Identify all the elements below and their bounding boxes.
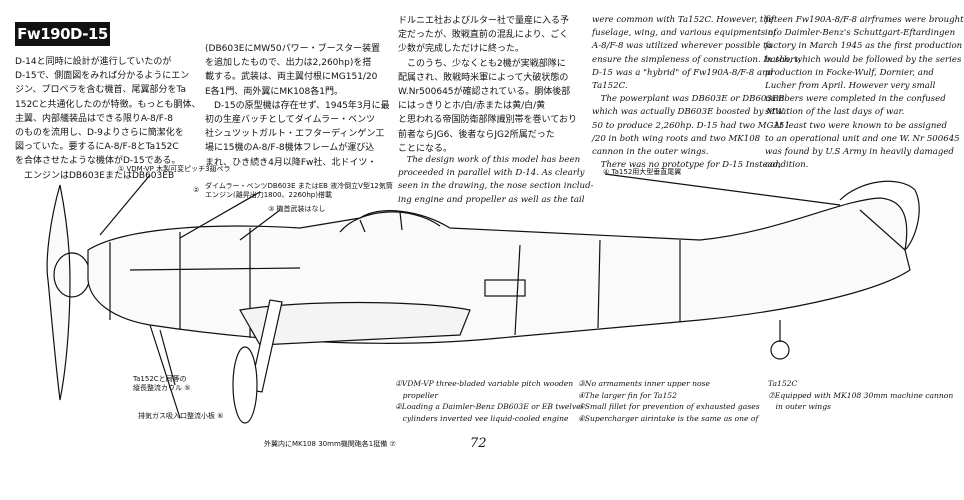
- text-line: seen in the drawing, the nose section in…: [398, 181, 594, 192]
- text-line: 少数が完成しただけに終った。: [398, 44, 525, 55]
- text-line: numbers were completed in the confused: [765, 94, 946, 105]
- legend-right: Ta152C ⑦Equipped with MK108 30mm machine …: [768, 378, 953, 413]
- text-line: ensure the simpleness of construction. I…: [592, 54, 801, 65]
- callout-2: ダイムラー・ベンツDB603E またはEB 液冷倒立V型12気筒 エンジン(離昇…: [205, 182, 393, 199]
- text-line: を合体させたような機体がD-15である。: [15, 156, 181, 167]
- text-line: エンジンはDB603EまたはDB603EB: [15, 170, 175, 181]
- text-line: cannon in the outer wings.: [592, 147, 709, 158]
- text-line: 初の生産バッチとしてダイムラー・ベンツ: [205, 115, 376, 126]
- text-line: The powerplant was DB603E or DB603EB: [592, 94, 785, 105]
- callout-3: ③ 機首武装はなし: [268, 205, 326, 213]
- legend-left: ①VDM-VP three-bladed variable pitch wood…: [395, 378, 583, 424]
- callout-6: 排気ガス吸入口整流小板 ⑥: [138, 412, 224, 420]
- text-line: を追加したもので、出力は2,260hp)を搭: [205, 58, 372, 69]
- english-text-column-5: fifteen Fw190A-8/F-8 airframes were brou…: [765, 14, 964, 172]
- text-line: E各1門、両外翼にMK108各1門。: [205, 86, 343, 97]
- text-line: 配属され、敗戦時米軍によって大破状態の: [398, 72, 569, 83]
- japanese-text-column-2: (DB603EにMW50パワー・ブースター装置を追加したもので、出力は2,260…: [205, 42, 390, 170]
- text-line: D-15 was a "hybrid" of Fw190A-8/F-8 and: [592, 67, 774, 78]
- text-line: condition.: [765, 160, 809, 171]
- callout-2-number: ②: [193, 186, 200, 194]
- text-line: にはっきりとホ/白/赤または黄/白/黄: [398, 101, 546, 112]
- text-line: Ta152C: [768, 379, 798, 388]
- text-line: ⑥Supercharger airintake is the same as o…: [578, 413, 759, 423]
- text-line: 場に15機のA-8/F-8機体フレームが運び込: [205, 143, 375, 154]
- text-line: このうち、少なくとも2機が実戦部隊に: [398, 58, 566, 69]
- text-line: ④The larger fin for Ta152: [578, 390, 677, 400]
- text-line: 図っていた。要するにA-8/F-8とTa152C: [15, 142, 179, 153]
- text-line: W.Nr500645が確認されている。胴体後部: [398, 87, 571, 98]
- text-line: 前者ならJG6、後者ならJG2所属だった: [398, 129, 555, 140]
- text-line: were common with Ta152C. However, the: [592, 15, 774, 25]
- page-title: Fw190D-15: [15, 22, 110, 46]
- text-line: propeller: [395, 390, 438, 400]
- text-line: ②Loading a Daimler-Benz DB603E or EB twe…: [395, 402, 584, 411]
- text-line: ③No armaments inner upper nose: [578, 379, 711, 388]
- callout-1: ① VDM-VP 木製可変ピッチ3翅ペラ: [118, 165, 231, 173]
- text-line: fuselage, wing, and various equipments o…: [592, 28, 777, 39]
- text-line: 定だったが、敗戦直前の混乱により、ごく: [398, 30, 569, 41]
- text-line: まれ、ひき続き4月以降Fw社、北ドイツ・: [205, 157, 377, 168]
- text-line: fifteen Fw190A-8/F-8 airframes were brou…: [765, 15, 964, 25]
- text-line: proceeded in parallel with D-14. As clea…: [398, 168, 585, 179]
- text-line: situation of the last days of war.: [765, 107, 905, 118]
- text-line: in outer wings: [768, 402, 831, 411]
- text-line: 社シュツットガルト・エフターディンゲン工: [205, 129, 385, 140]
- text-line: was found by U.S Army in heavily damaged: [765, 147, 954, 158]
- text-line: のものを流用し、D-9よりさらに簡潔化を: [15, 128, 184, 139]
- japanese-text-column-3: ドルニエ社およびルター社で量産に入る予定だったが、敗戦直前の混乱により、ごく少数…: [398, 14, 577, 156]
- text-line: factory in March 1945 as the first produ…: [765, 41, 963, 52]
- text-line: 主翼、内部艤装品はできる限りA-8/F-8: [15, 113, 173, 124]
- text-line: ⑤Small fillet for prevention of exhauste…: [578, 402, 760, 411]
- text-line: Ta152C.: [592, 81, 628, 92]
- aircraft-side-view-drawing: [46, 173, 920, 424]
- text-line: At least two were known to be assigned: [765, 120, 948, 131]
- text-line: production in Focke-Wulf, Dornier, and: [765, 67, 934, 78]
- text-line: into Daimler-Benz's Schuttgart-Eftarding…: [765, 28, 956, 39]
- text-line: The design work of this model has been: [398, 155, 581, 165]
- callout-7: 外翼内にMK108 30mm機関砲各1挺備 ⑦: [264, 440, 396, 448]
- text-line: Lucher from April. However very small: [765, 81, 936, 92]
- text-line: batch, which would be followed by the se…: [765, 54, 962, 65]
- text-line: to an operational unit and one W. Nr 500…: [765, 133, 960, 144]
- english-text-column-4: were common with Ta152C. However, the fus…: [592, 14, 801, 172]
- text-line: D-14と同時に設計が進行していたのが: [15, 57, 172, 67]
- page-number: 72: [470, 436, 487, 451]
- text-line: と思われる帝国防衛部隊識別帯を巻いており: [398, 115, 578, 126]
- text-line: 載する。武装は、両主翼付根にMG151/20: [205, 72, 378, 83]
- text-line: There was no prototype for D-15 Instead,: [592, 160, 782, 171]
- text-line: ジン、プロペラを含む機首、尾翼部分をTa: [15, 85, 186, 96]
- text-line: /20 in both wing roots and two MK108: [592, 133, 761, 144]
- text-line: 152Cと共通化したのが特徴。もっとも胴体、: [15, 99, 201, 110]
- text-line: ドルニエ社およびルター社で量産に入る予: [398, 16, 570, 26]
- legend-middle: ③No armaments inner upper nose ④The large…: [578, 378, 760, 424]
- text-line: (DB603EにMW50パワー・ブースター装置: [205, 44, 381, 54]
- text-line: which was actually DB603E boosted by MW: [592, 107, 784, 118]
- text-line: ing engine and propeller as well as the …: [398, 194, 585, 205]
- text-line: ⑦Equipped with MK108 30mm machine cannon: [768, 390, 954, 400]
- text-line: 50 to produce 2,260hp. D-15 had two MG15…: [592, 120, 790, 131]
- text-line: ことになる。: [398, 143, 453, 154]
- english-text-column-3: The design work of this model has been pr…: [398, 154, 593, 207]
- callout-5: Ta152Cと同等の 縦長整流カウル ⑤: [133, 375, 191, 392]
- text-line: ①VDM-VP three-bladed variable pitch wood…: [395, 379, 574, 388]
- text-line: A-8/F-8 was utilized wherever possible t…: [592, 41, 772, 52]
- text-line: D-15で、側面図をみれば分かるようにエン: [15, 71, 190, 82]
- text-line: D-15の原型機は存在せず、1945年3月に最: [205, 100, 390, 111]
- text-line: cylinders inverted vee liquid-cooled eng…: [395, 413, 569, 423]
- japanese-text-column-1: D-14と同時に設計が進行していたのが D-15で、側面図をみれば分かるようにエン…: [15, 55, 200, 183]
- callout-4: ④ Ta152用大型垂直尾翼: [603, 168, 682, 176]
